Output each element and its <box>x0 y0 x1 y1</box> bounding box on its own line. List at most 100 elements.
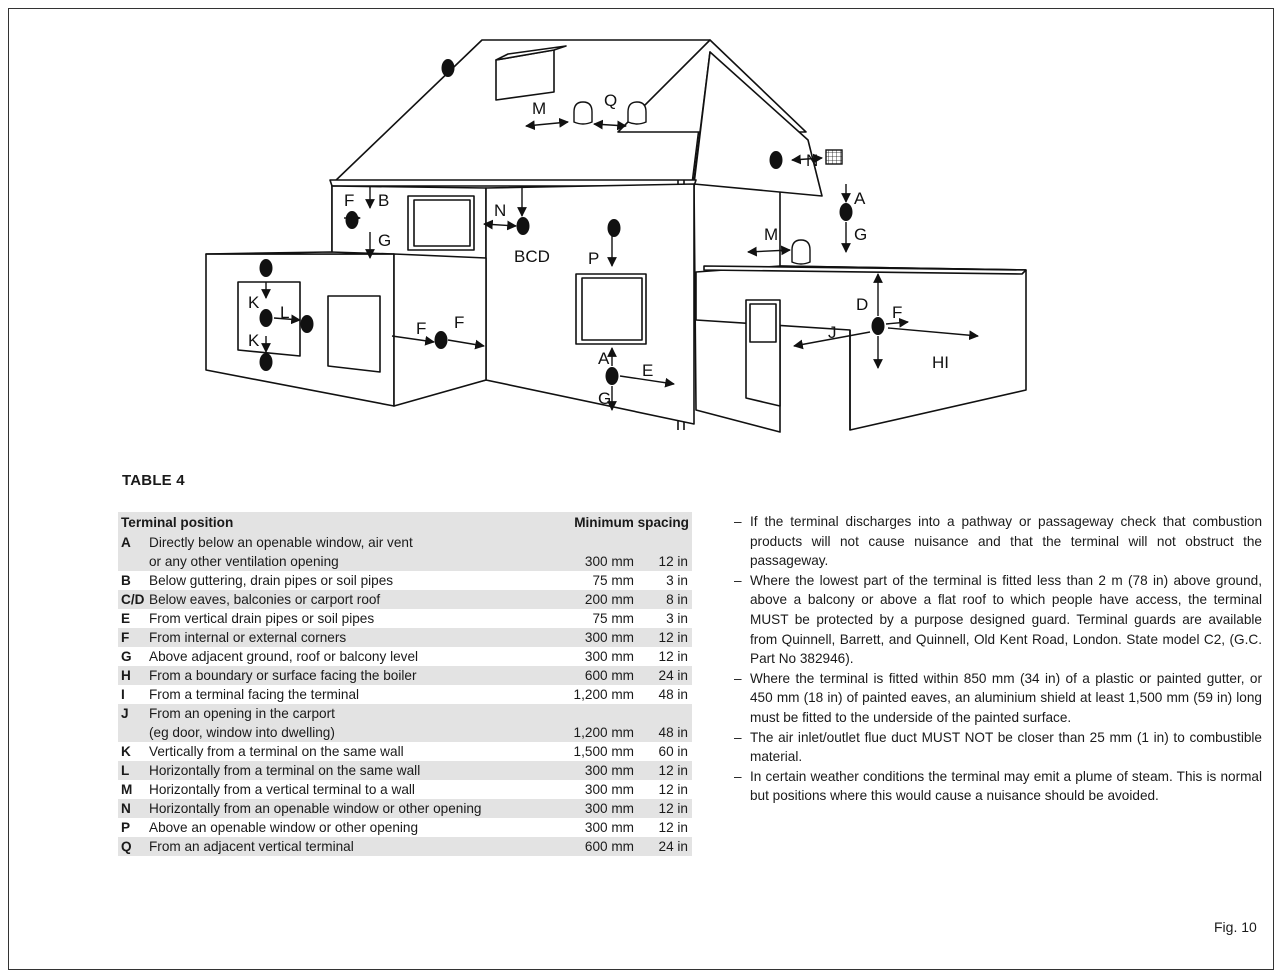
terminal-dot <box>434 331 448 349</box>
row-description: From an opening in the carport <box>149 704 554 723</box>
row-spacing-mm: 200 mm <box>554 590 644 609</box>
note-item: –Where the lowest part of the terminal i… <box>734 571 1262 669</box>
note-text: Where the lowest part of the terminal is… <box>750 572 1262 667</box>
row-description: or any other ventilation opening <box>149 552 554 571</box>
clearance-label: N <box>806 151 818 170</box>
clearance-arrow <box>747 245 791 257</box>
figure-label: Fig. 10 <box>1214 919 1257 935</box>
note-item: –Where the terminal is fitted within 850… <box>734 669 1262 728</box>
row-description: Directly below an openable window, air v… <box>149 533 554 552</box>
note-dash: – <box>734 572 742 588</box>
note-dash: – <box>734 670 742 686</box>
row-code: N <box>118 799 149 818</box>
note-text: Where the terminal is fitted within 850 … <box>750 670 1262 725</box>
row-code: M <box>121 782 133 797</box>
clearance-label: F <box>892 303 902 322</box>
header-minimum-spacing: Minimum spacing <box>554 512 692 533</box>
row-code <box>118 723 149 742</box>
row-spacing-mm: 300 mm <box>554 761 644 780</box>
row-spacing-mm: 75 mm <box>592 573 634 588</box>
table-title: TABLE 4 <box>122 472 185 489</box>
row-code: G <box>121 649 132 664</box>
house-outline <box>205 39 1027 433</box>
row-spacing-in: 60 in <box>658 744 688 759</box>
clearance-label: K <box>248 293 260 312</box>
row-spacing-in: 12 in <box>644 799 692 818</box>
clearance-label: L <box>280 303 289 322</box>
terminal-dot <box>605 367 619 385</box>
terminal-dot <box>259 259 273 277</box>
row-spacing-in <box>644 533 692 552</box>
row-description: Above adjacent ground, roof or balcony l… <box>149 649 419 664</box>
clearance-label: P <box>588 249 599 268</box>
row-code: A <box>118 533 149 552</box>
row-spacing-mm: 1,500 mm <box>573 744 634 759</box>
terminal-dot <box>607 219 621 237</box>
row-description: (eg door, window into dwelling) <box>149 723 554 742</box>
clearance-label: G <box>854 225 867 244</box>
row-description: From a boundary or surface facing the bo… <box>149 666 554 685</box>
clearance-label: B <box>378 191 389 210</box>
clearance-arrow <box>483 219 517 231</box>
row-description: Horizontally from a terminal on the same… <box>149 761 554 780</box>
clearance-arrow <box>525 117 569 131</box>
row-spacing-in: 3 in <box>666 573 688 588</box>
flue-terminals <box>573 101 843 265</box>
row-spacing-in: 12 in <box>658 820 688 835</box>
header-terminal-position: Terminal position <box>118 512 554 533</box>
row-description: Below guttering, drain pipes or soil pip… <box>149 573 394 588</box>
clearance-label: BCD <box>514 247 550 266</box>
row-code: P <box>121 820 131 835</box>
row-spacing-mm <box>554 704 644 723</box>
clearance-label: A <box>598 349 610 368</box>
row-description: Horizontally from an openable window or … <box>149 799 554 818</box>
row-spacing-mm: 300 mm <box>554 799 644 818</box>
terminal-dot <box>300 315 314 333</box>
clearance-label: A <box>854 189 866 208</box>
clearance-label: N <box>494 201 506 220</box>
row-spacing-mm: 600 mm <box>554 837 644 856</box>
clearance-arrow <box>593 119 627 131</box>
row-description: Vertically from a terminal on the same w… <box>149 744 404 759</box>
terminal-dot <box>769 151 783 169</box>
row-spacing-mm <box>554 533 644 552</box>
clearance-label: HI <box>932 353 949 372</box>
clearance-label: K <box>248 331 260 350</box>
terminal-dot <box>441 59 455 77</box>
note-text: The air inlet/outlet flue duct MUST NOT … <box>750 729 1262 765</box>
row-spacing-in: 12 in <box>658 649 688 664</box>
clearance-label: Q <box>604 91 617 110</box>
row-description: From internal or external corners <box>149 628 554 647</box>
terminal-dot <box>259 309 273 327</box>
row-spacing-in: 24 in <box>644 666 692 685</box>
row-code: I <box>121 687 125 702</box>
row-spacing-mm: 1,200 mm <box>573 687 634 702</box>
row-code: J <box>118 704 149 723</box>
note-item: –The air inlet/outlet flue duct MUST NOT… <box>734 728 1262 767</box>
note-text: If the terminal discharges into a pathwa… <box>750 514 1262 569</box>
row-spacing-in: 12 in <box>644 552 692 571</box>
note-item: –If the terminal discharges into a pathw… <box>734 512 1262 571</box>
clearance-label: J <box>828 323 837 342</box>
table-row: G Above adjacent ground, roof or balcony … <box>118 647 692 666</box>
row-spacing-mm: 300 mm <box>584 649 634 664</box>
row-spacing-in: 3 in <box>666 611 688 626</box>
row-spacing-in: 48 in <box>644 723 692 742</box>
row-code: E <box>121 611 131 626</box>
note-dash: – <box>734 729 742 745</box>
clearance-arrow <box>885 317 909 328</box>
clearance-label: D <box>856 295 868 314</box>
row-code: L <box>118 761 149 780</box>
row-spacing-mm: 600 mm <box>554 666 644 685</box>
row-spacing-mm: 300 mm <box>554 628 644 647</box>
